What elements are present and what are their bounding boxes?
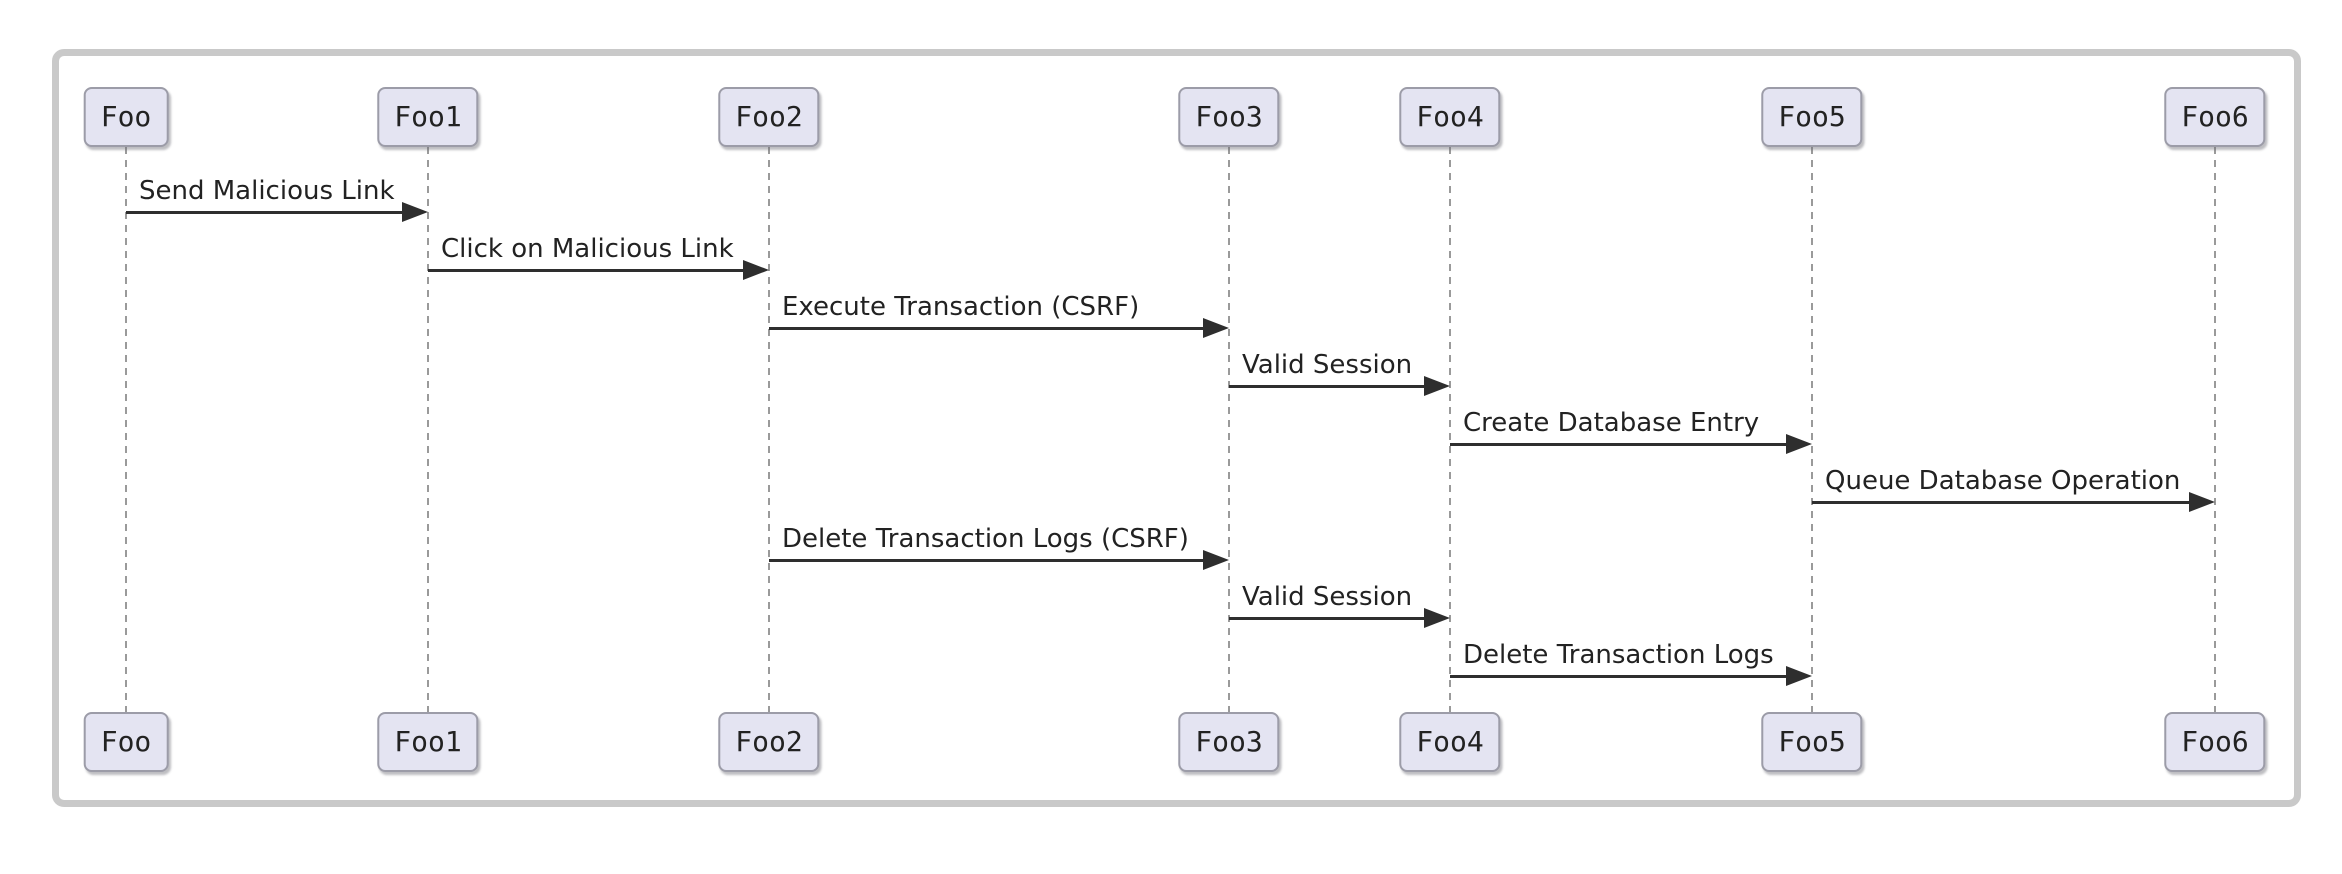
arrow-head-icon-4	[1424, 376, 1450, 396]
actor-top-foo6: Foo6	[2164, 87, 2266, 147]
message-arrow-2	[428, 269, 747, 272]
diagram-border-frame	[52, 49, 2301, 807]
message-arrow-6	[1812, 501, 2193, 504]
actor-bottom-foo6: Foo6	[2164, 712, 2266, 772]
actor-top-foo2: Foo2	[718, 87, 820, 147]
actor-top-foo3: Foo3	[1178, 87, 1280, 147]
lifeline-foo3	[1228, 147, 1230, 712]
actor-bottom-foo5: Foo5	[1761, 712, 1863, 772]
message-arrow-3	[769, 327, 1207, 330]
message-label-4: Valid Session	[1242, 350, 1413, 380]
lifeline-foo4	[1449, 147, 1451, 712]
message-label-8: Valid Session	[1242, 582, 1413, 612]
message-label-9: Delete Transaction Logs	[1463, 640, 1774, 670]
lifeline-foo6	[2214, 147, 2216, 712]
actor-top-foo4: Foo4	[1399, 87, 1501, 147]
message-arrow-1	[126, 211, 406, 214]
arrow-head-icon-3	[1203, 318, 1229, 338]
lifeline-foo	[125, 147, 127, 712]
arrow-head-icon-9	[1786, 666, 1812, 686]
arrow-head-icon-7	[1203, 550, 1229, 570]
message-label-2: Click on Malicious Link	[441, 234, 734, 264]
message-arrow-5	[1450, 443, 1790, 446]
actor-bottom-foo: Foo	[83, 712, 169, 772]
lifeline-foo5	[1811, 147, 1813, 712]
message-arrow-4	[1229, 385, 1428, 388]
arrow-head-icon-8	[1424, 608, 1450, 628]
message-arrow-7	[769, 559, 1207, 562]
arrow-head-icon-5	[1786, 434, 1812, 454]
actor-bottom-foo4: Foo4	[1399, 712, 1501, 772]
message-label-1: Send Malicious Link	[139, 176, 395, 206]
actor-bottom-foo1: Foo1	[377, 712, 479, 772]
actor-top-foo5: Foo5	[1761, 87, 1863, 147]
message-arrow-8	[1229, 617, 1428, 620]
actor-top-foo1: Foo1	[377, 87, 479, 147]
arrow-head-icon-1	[402, 202, 428, 222]
message-label-6: Queue Database Operation	[1825, 466, 2181, 496]
actor-top-foo: Foo	[83, 87, 169, 147]
arrow-head-icon-6	[2189, 492, 2215, 512]
message-label-7: Delete Transaction Logs (CSRF)	[782, 524, 1189, 554]
message-label-3: Execute Transaction (CSRF)	[782, 292, 1140, 322]
message-label-5: Create Database Entry	[1463, 408, 1760, 438]
lifeline-foo1	[427, 147, 429, 712]
actor-bottom-foo3: Foo3	[1178, 712, 1280, 772]
arrow-head-icon-2	[743, 260, 769, 280]
actor-bottom-foo2: Foo2	[718, 712, 820, 772]
lifeline-foo2	[768, 147, 770, 712]
message-arrow-9	[1450, 675, 1790, 678]
